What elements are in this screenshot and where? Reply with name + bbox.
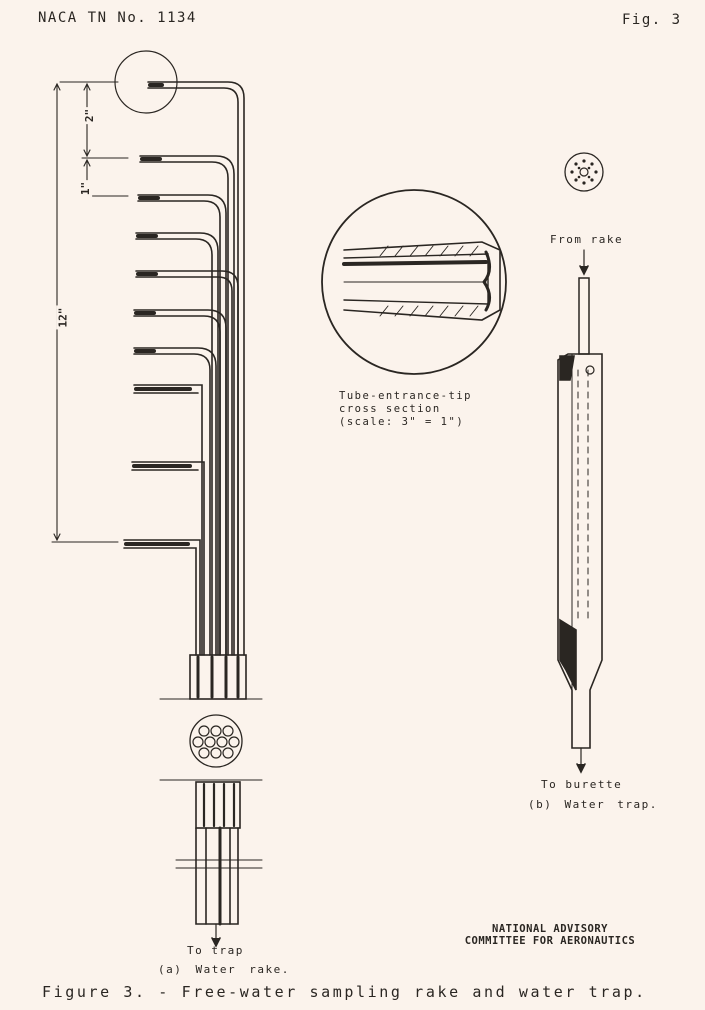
report-number: NACA TN No. 1134 (38, 10, 197, 26)
water-trap-caption: (b) Water trap. (528, 798, 658, 811)
figure-number: Fig. 3 (622, 12, 682, 28)
rake-tube (133, 315, 221, 656)
rake-tube (123, 547, 197, 656)
tip-caption: Tube-entrance-tip cross section (scale: … (339, 390, 472, 429)
dimension-label-2in: 2" (83, 106, 97, 125)
trap-cross-section (564, 152, 604, 192)
tip-caption-line: Tube-entrance-tip (339, 390, 472, 402)
figure-caption: Figure 3. - Free-water sampling rake and… (42, 983, 647, 1001)
rake-tube (133, 353, 211, 656)
to-burette-label: To burette (541, 778, 623, 791)
rake-tube (137, 194, 227, 656)
rake-tube (139, 155, 235, 656)
rake-tube (135, 276, 233, 656)
dimension-label-1in: 1" (79, 179, 93, 198)
rake-cross-section (189, 714, 243, 768)
rake-tube (133, 309, 227, 656)
rake-base (159, 654, 263, 948)
to-trap-label: To trap (187, 944, 244, 957)
rake-tube (123, 539, 201, 656)
rake-tube (147, 81, 245, 656)
naca-credit: NATIONAL ADVISORY COMMITTEE FOR AERONAUT… (420, 923, 680, 947)
naca-credit-line: COMMITTEE FOR AERONAUTICS (464, 935, 636, 947)
water-rake-caption: (a) Water rake. (158, 963, 290, 976)
rake-tube (139, 161, 229, 656)
rake-tube (131, 461, 205, 656)
rake-tube (147, 87, 239, 656)
rake-tube (133, 384, 203, 656)
rake-tubes (123, 81, 245, 656)
dimension-label-12in: 12" (56, 305, 70, 330)
tip-caption-line: (scale: 3" = 1") (339, 416, 465, 428)
rake-tube (133, 347, 217, 656)
from-rake-label: From rake (550, 233, 624, 246)
rake-tube (135, 232, 219, 656)
naca-credit-line: NATIONAL ADVISORY (492, 923, 608, 935)
rake-tube (135, 270, 239, 656)
tip-caption-line: cross section (339, 403, 441, 415)
rake-tube (135, 238, 213, 656)
water-trap (557, 152, 604, 774)
tube-tip-detail (321, 189, 507, 375)
rake-tube (137, 200, 221, 656)
